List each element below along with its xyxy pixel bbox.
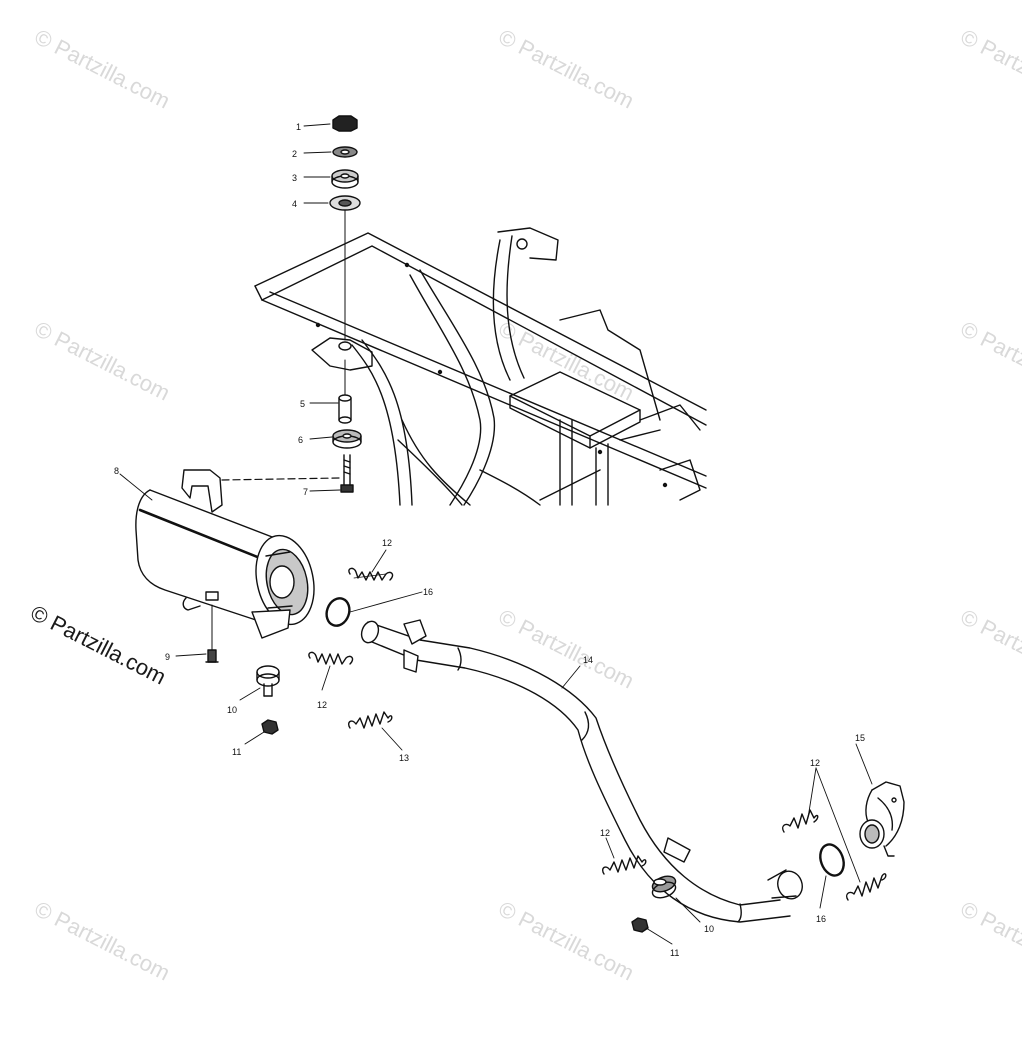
spring — [845, 873, 887, 901]
callouts: 1 2 3 4 5 6 7 8 9 10 11 12 12 13 16 14 1… — [114, 122, 865, 958]
large-grommet — [329, 195, 361, 211]
stud — [205, 604, 219, 663]
callout-11: 11 — [670, 948, 679, 958]
spring — [308, 651, 354, 665]
spring — [781, 809, 819, 833]
callout-10: 10 — [227, 705, 237, 715]
hex-nut — [631, 917, 649, 933]
spring — [347, 711, 393, 729]
spacer — [338, 394, 352, 424]
seal-ring — [325, 597, 351, 627]
lower-grommet — [332, 429, 362, 449]
muffler — [135, 469, 315, 639]
callout-2: 2 — [292, 149, 297, 159]
seal-ring — [819, 843, 845, 877]
callout-12: 12 — [600, 828, 610, 838]
rubber-mount — [256, 665, 280, 697]
callout-11: 11 — [232, 747, 241, 757]
callout-4: 4 — [292, 199, 297, 209]
leader-lines — [119, 123, 873, 945]
spring — [348, 567, 394, 581]
callout-5: 5 — [300, 399, 305, 409]
callout-7: 7 — [303, 487, 308, 497]
washer — [332, 146, 358, 158]
exhaust-elbow — [859, 781, 905, 857]
rubber-mount — [651, 875, 677, 899]
callout-14: 14 — [583, 655, 593, 665]
grommet — [331, 169, 359, 189]
bolt — [340, 454, 354, 493]
callout-12: 12 — [317, 700, 327, 710]
callout-6: 6 — [298, 435, 303, 445]
callout-12: 12 — [382, 538, 392, 548]
callout-12: 12 — [810, 758, 820, 768]
callout-16: 16 — [816, 914, 826, 924]
callout-8: 8 — [114, 466, 119, 476]
callout-15: 15 — [855, 733, 865, 743]
callout-1: 1 — [296, 122, 301, 132]
callout-13: 13 — [399, 753, 409, 763]
callout-3: 3 — [292, 173, 297, 183]
nut — [332, 115, 358, 132]
frame — [254, 227, 707, 506]
spring — [601, 855, 647, 875]
callout-10: 10 — [704, 924, 714, 934]
callout-16: 16 — [423, 587, 433, 597]
callout-9: 9 — [165, 652, 170, 662]
